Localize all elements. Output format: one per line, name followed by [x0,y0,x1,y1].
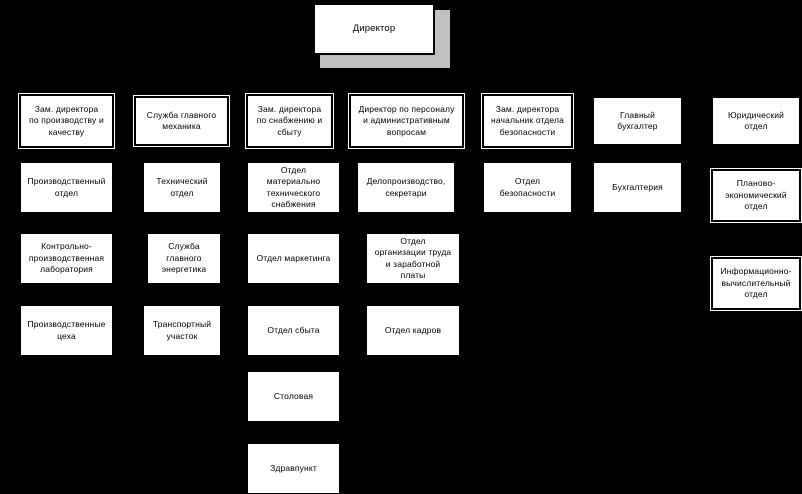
node-col4-item-2-label: Отдел организации труда и заработной пла… [374,235,452,281]
node-col1-head-label: Зам. директора по производству и качеств… [29,103,104,137]
node-col4-head-label: Директор по персоналу и административным… [358,103,455,137]
node-col4-item-1-label: Делопроизводство, секретари [366,176,446,198]
node-col1-item-3[interactable]: Производственные цеха [20,305,113,356]
node-col1-item-2[interactable]: Контрольно- произвoдственная лаборатория [20,233,113,284]
node-col3-head-label: Зам. директора по снабжению и сбыту [256,103,323,137]
node-col2-item-1[interactable]: Технический отдел [143,162,221,213]
node-col2-item-3[interactable]: Транспортный участок [143,305,221,356]
node-col6-head-label: Главный бухгалтер [617,109,658,132]
node-col7-item-2-label: Информационно- вычислительный отдел [720,266,792,300]
node-col3-head[interactable]: Зам. директора по снабжению и сбыту [245,93,334,149]
node-col7-head-label: Юридический отдел [727,109,785,132]
node-col6-item-1-label: Бухгалтерия [612,181,663,192]
node-col2-head[interactable]: Служба главного механика [133,95,230,147]
node-col5-item-1[interactable]: Отдел безопасности [483,162,572,213]
node-director-label: Директор [352,23,396,35]
node-col6-head[interactable]: Главный бухгалтер [593,97,682,145]
node-col1-item-1-label: Производственный отдел [27,176,106,198]
node-col3-item-5[interactable]: Здравпункт [247,443,340,494]
node-col3-item-3-label: Отдел сбыта [267,324,320,335]
node-col5-head-label: Зам. директора начальник отдела безопасн… [491,103,564,137]
node-col3-item-4[interactable]: Столовая [247,371,340,422]
node-col3-item-5-label: Здравпункт [270,462,317,473]
node-col3-item-1[interactable]: Отдел материально технического снабжения [247,162,340,213]
node-col5-item-1-label: Отдел безопасности [499,176,556,198]
node-col7-head[interactable]: Юридический отдел [712,97,800,145]
node-col4-item-2[interactable]: Отдел организации труда и заработной пла… [366,233,460,284]
node-col4-item-3[interactable]: Отдел кадров [366,305,460,356]
node-col2-head-label: Служба главного механика [146,109,217,132]
node-col1-head[interactable]: Зам. директора по производству и качеств… [18,93,115,149]
node-col4-head[interactable]: Директор по персоналу и административным… [348,93,465,149]
node-col2-item-2[interactable]: Служба главного энергетика [147,233,221,284]
node-col3-item-2-label: Отдел маркетинга [256,252,331,263]
node-col7-item-1-label: Планово- экономический отдел [725,178,787,212]
node-col4-item-1[interactable]: Делопроизводство, секретари [357,162,455,213]
node-col6-item-1[interactable]: Бухгалтерия [593,162,682,213]
node-col3-item-3[interactable]: Отдел сбыта [247,305,340,356]
node-col2-item-3-label: Транспортный участок [152,319,212,341]
node-col7-item-1[interactable]: Планово- экономический отдел [710,168,802,223]
node-col4-item-3-label: Отдел кадров [384,324,442,335]
node-col7-item-2[interactable]: Информационно- вычислительный отдел [710,256,802,311]
node-col2-item-1-label: Технический отдел [156,176,208,198]
node-col3-item-4-label: Столовая [273,390,314,401]
node-col3-item-2[interactable]: Отдел маркетинга [247,233,340,284]
node-director[interactable]: Директор [313,3,435,55]
node-col3-item-1-label: Отдел материально технического снабжения [266,164,321,210]
node-col2-item-2-label: Служба главного энергетика [161,241,207,275]
node-col1-item-3-label: Производственные цеха [27,319,106,341]
node-col1-item-1[interactable]: Производственный отдел [20,162,113,213]
node-col1-item-2-label: Контрольно- произвoдственная лаборатория [28,241,105,275]
node-col5-head[interactable]: Зам. директора начальник отдела безопасн… [481,93,574,149]
